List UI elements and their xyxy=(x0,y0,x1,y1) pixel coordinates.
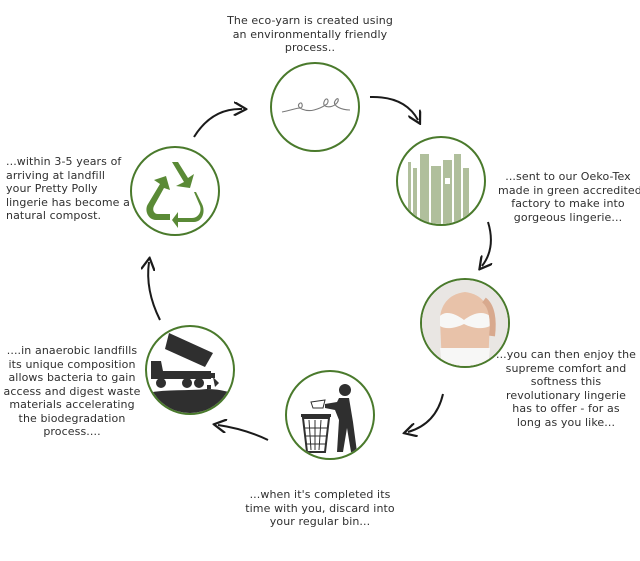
caption-landfill: ....in anaerobic landfills its unique co… xyxy=(2,344,142,439)
arrow-landfill-to-compost xyxy=(148,262,161,321)
caption-factory-line: gorgeous lingerie... xyxy=(513,210,623,224)
recycle-icon xyxy=(146,162,204,228)
caption-landfill-line: process.... xyxy=(43,425,101,438)
factory-icon xyxy=(408,154,469,224)
caption-compost-line: natural compost. xyxy=(6,209,102,222)
stage-discard-circle xyxy=(285,370,375,460)
caption-landfill-line: its unique composition xyxy=(8,357,136,371)
caption-discard-line: your regular bin... xyxy=(269,515,371,528)
caption-factory: ...sent to our Oeko-Tex made in green ac… xyxy=(498,170,640,224)
caption-compost-line: lingerie has become a xyxy=(6,195,130,209)
arrow-enjoy-to-discard xyxy=(408,393,444,432)
yarn-squiggle-icon xyxy=(281,98,351,113)
arrow-compost-to-yarn xyxy=(193,109,242,138)
caption-factory-line: made in green accredited xyxy=(498,183,640,197)
caption-enjoy-line: has to offer - for as xyxy=(512,402,620,415)
caption-enjoy-line: supreme comfort and xyxy=(505,361,627,375)
caption-discard: ...when it's completed its time with you… xyxy=(240,488,400,529)
stage-factory-circle xyxy=(396,136,486,226)
caption-yarn: The eco-yarn is created using an environ… xyxy=(205,14,415,55)
stage-landfill-circle xyxy=(145,325,235,415)
dump-truck-icon xyxy=(147,333,233,413)
caption-yarn-line: an environmentally friendly xyxy=(232,27,388,41)
caption-enjoy-line: softness this xyxy=(530,375,602,388)
caption-landfill-line: allows bacteria to gain xyxy=(8,371,136,384)
caption-landfill-line: the biodegradation xyxy=(18,411,126,425)
arrow-factory-to-enjoy xyxy=(482,221,491,266)
caption-landfill-line: materials accelerating xyxy=(9,398,135,411)
arrow-discard-to-landfill xyxy=(218,425,269,441)
caption-enjoy: ...you can then enjoy the supreme comfor… xyxy=(492,348,640,429)
caption-discard-line: time with you, discard into xyxy=(245,501,395,515)
caption-factory-line: factory to make into xyxy=(511,197,625,210)
arrow-yarn-to-factory xyxy=(369,95,418,120)
stage-yarn-circle xyxy=(270,62,360,152)
stage-compost-circle xyxy=(130,146,220,236)
caption-yarn-line: The eco-yarn is created using xyxy=(227,14,393,27)
caption-compost-line: ...within 3-5 years of xyxy=(6,155,122,168)
caption-enjoy-line: revolutionary lingerie xyxy=(505,388,627,402)
caption-compost-line: arriving at landfill xyxy=(6,168,106,182)
caption-enjoy-line: ...you can then enjoy the xyxy=(495,348,637,361)
stage-enjoy-circle xyxy=(420,278,510,368)
caption-discard-line: ...when it's completed its xyxy=(249,488,391,501)
caption-landfill-line: access and digest waste xyxy=(3,384,141,398)
caption-landfill-line: ....in anaerobic landfills xyxy=(6,344,138,357)
caption-compost-line: your Pretty Polly xyxy=(6,182,98,195)
caption-yarn-line: process.. xyxy=(284,41,336,54)
caption-enjoy-line: long as you like... xyxy=(516,415,616,429)
caption-compost: ...within 3-5 years of arriving at landf… xyxy=(6,155,130,223)
lingerie-photo xyxy=(422,280,508,366)
trash-bin-icon xyxy=(301,384,357,453)
caption-factory-line: ...sent to our Oeko-Tex xyxy=(505,170,631,183)
